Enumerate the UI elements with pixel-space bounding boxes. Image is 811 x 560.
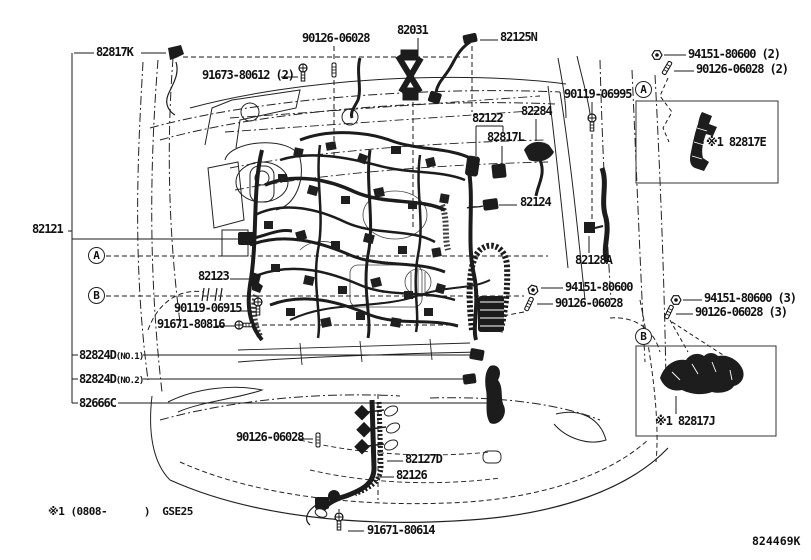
part-label-82666c: 82666C <box>79 396 117 410</box>
stud-bolt-icon <box>661 60 673 76</box>
part-label-91671-80614: 91671-80614 <box>367 523 435 537</box>
leader-lines <box>68 38 741 532</box>
bolt-icon <box>587 113 597 132</box>
part-label-82126: 82126 <box>396 468 428 482</box>
part-label-82824d-no2: 82824D(NO.2) <box>79 372 144 387</box>
part-label-82122: 82122 <box>472 111 504 125</box>
part-label-82128a: 82128A <box>575 253 613 267</box>
part-label-82125n: 82125N <box>500 30 538 44</box>
part-label-82031: 82031 <box>397 23 429 37</box>
view-marker-a: A <box>88 247 105 264</box>
bolt-icon <box>298 63 308 82</box>
part-label-82124: 82124 <box>520 195 552 209</box>
stud-bolt-icon <box>523 296 535 312</box>
bolt-icon <box>334 512 344 531</box>
inset-view-a <box>635 100 779 184</box>
part-label-91673-80612: 91673-80612 (2) <box>202 68 295 82</box>
part-label-94151-80600-mid: 94151-80600 <box>565 280 633 294</box>
part-82817E-art <box>690 112 717 171</box>
bolt-icon <box>234 320 253 330</box>
car-outline <box>137 55 669 523</box>
nut-icon <box>526 283 540 297</box>
part-label-82284: 82284 <box>521 104 553 118</box>
part-label-90126-06028-3: 90126-06028 (3) <box>695 305 788 319</box>
connector-blobs <box>264 141 450 328</box>
nut-icon <box>651 50 663 60</box>
part-label-82824d-no1: 82824D(NO.1) <box>79 348 144 363</box>
inset-b-frame <box>635 345 777 437</box>
part-label-91671-80816: 91671-80816 <box>157 317 225 331</box>
part-label-90126-06028-mid: 90126-06028 <box>555 296 623 310</box>
applicability-footnote: ※1 (0808- ) GSE25 <box>48 505 193 518</box>
stud-bolt-icon <box>663 304 675 320</box>
stud-bolt-icon <box>315 432 321 448</box>
view-marker-a-inset: A <box>635 81 652 98</box>
part-82817J-art <box>660 353 744 395</box>
part-label-90126-06028-top: 90126-06028 <box>302 31 370 45</box>
part-label-90126-06028-bottom: 90126-06028 <box>236 430 304 444</box>
view-marker-b: B <box>88 287 105 304</box>
inset-a-frame <box>635 100 779 184</box>
part-label-82817k: 82817K <box>96 45 134 59</box>
wire-harness-art <box>166 33 610 526</box>
view-marker-b-inset: B <box>635 328 652 345</box>
stud-bolt-icon <box>331 62 337 78</box>
part-label-82121: 82121 <box>32 222 64 236</box>
part-label-90126-06028-2: 90126-06028 (2) <box>696 62 789 76</box>
diagram-code: 824469K <box>752 534 801 548</box>
part-label-82817j: ※1 82817J <box>655 414 716 428</box>
part-label-82123: 82123 <box>198 269 230 283</box>
nut-icon <box>670 295 682 305</box>
part-label-82127d: 82127D <box>405 452 443 466</box>
inset-view-b <box>635 345 777 437</box>
part-label-82817e: ※1 82817E <box>706 135 767 149</box>
part-label-94151-80600-2: 94151-80600 (2) <box>688 47 781 61</box>
part-label-94151-80600-3: 94151-80600 (3) <box>704 291 797 305</box>
part-label-90119-06995: 90119-06995 <box>564 87 632 101</box>
part-label-82817l: 82817L <box>487 130 525 144</box>
part-label-90119-06915: 90119-06915 <box>174 301 242 315</box>
